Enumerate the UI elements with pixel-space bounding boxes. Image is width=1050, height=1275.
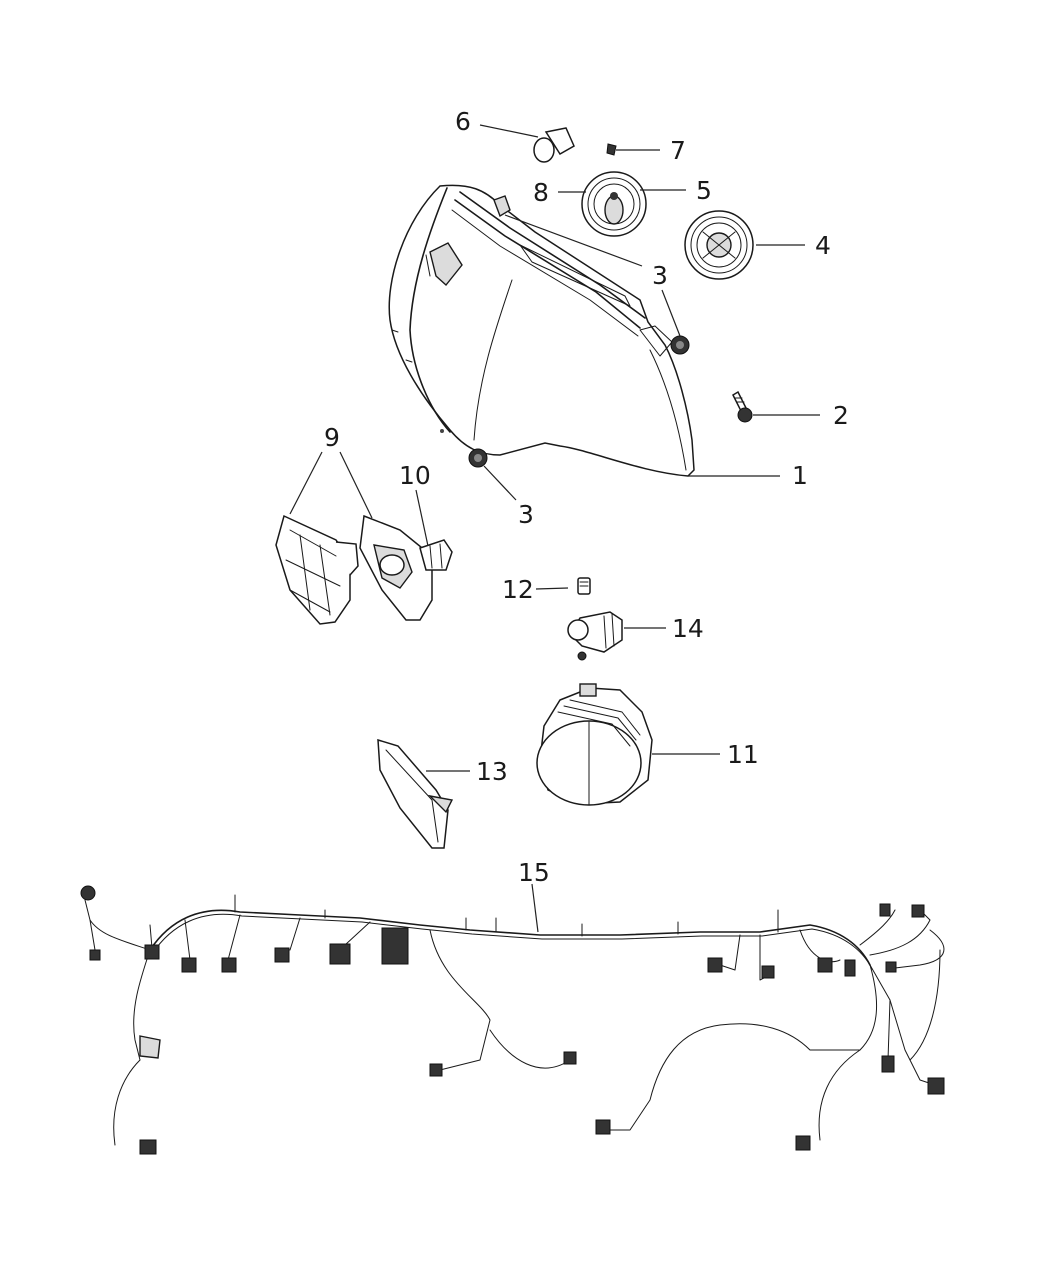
bulb-14 — [567, 611, 623, 661]
callout-14: 14 — [672, 614, 704, 643]
side-marker — [275, 514, 433, 625]
callout-5: 5 — [696, 176, 712, 205]
callouts: 1 2 3 3 4 5 6 7 8 9 10 11 12 13 14 15 — [324, 107, 849, 887]
callout-8: 8 — [533, 178, 549, 207]
callout-11: 11 — [727, 740, 759, 769]
bulb-cap-large — [684, 210, 754, 280]
leader-lines — [289, 124, 820, 933]
callout-3-top: 3 — [652, 261, 668, 290]
callout-3-bottom: 3 — [518, 500, 534, 529]
bulb-10 — [419, 539, 453, 571]
callout-1: 1 — [792, 461, 808, 490]
callout-7: 7 — [670, 136, 686, 165]
wiring-harness — [80, 885, 945, 1155]
bulb-12 — [577, 577, 591, 595]
bulb-cap-small — [581, 171, 647, 237]
callout-4: 4 — [815, 231, 831, 260]
callout-12: 12 — [502, 575, 534, 604]
screw — [732, 390, 753, 423]
reflector — [377, 738, 454, 849]
callout-10: 10 — [399, 461, 431, 490]
clip-7 — [606, 143, 617, 156]
headlamp-assembly — [388, 184, 695, 477]
callout-15: 15 — [518, 858, 550, 887]
fog-lamp — [536, 683, 653, 806]
callout-13: 13 — [476, 757, 508, 786]
callout-9: 9 — [324, 423, 340, 452]
callout-6: 6 — [455, 107, 471, 136]
callout-2: 2 — [833, 401, 849, 430]
bulb-6 — [533, 127, 575, 163]
